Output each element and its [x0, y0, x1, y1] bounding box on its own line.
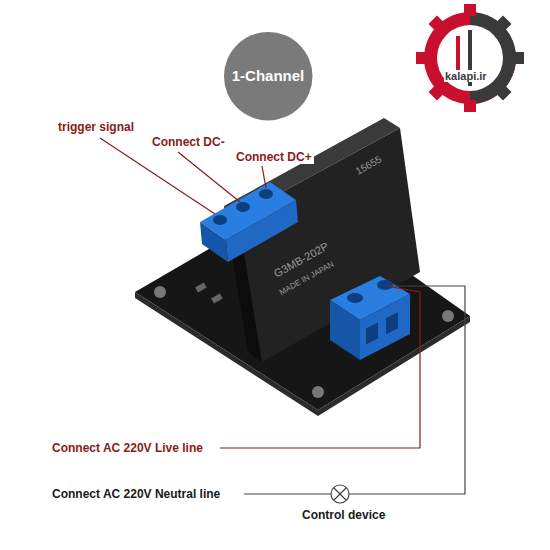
callout-label: Connect AC 220V Neutral line [50, 487, 222, 501]
watermark: kalapi.ir [444, 70, 488, 82]
control-device-symbol [331, 485, 349, 503]
callout-label: Control device [300, 508, 387, 522]
badge-text: 1-Channel [232, 67, 305, 84]
callout-label: Connect DC+ [234, 150, 314, 164]
logo [416, 4, 524, 112]
callout-label: Connect AC 220V Live line [50, 441, 205, 455]
input-terminal [200, 182, 298, 262]
leader-lines [100, 138, 420, 448]
channel-badge: 1-Channel [223, 31, 313, 121]
badge-fill [224, 32, 312, 120]
callout-label: trigger signal [56, 120, 136, 134]
callout-label: Connect DC- [150, 135, 227, 149]
logo-gear [424, 12, 516, 104]
neutral-wire [244, 286, 465, 503]
